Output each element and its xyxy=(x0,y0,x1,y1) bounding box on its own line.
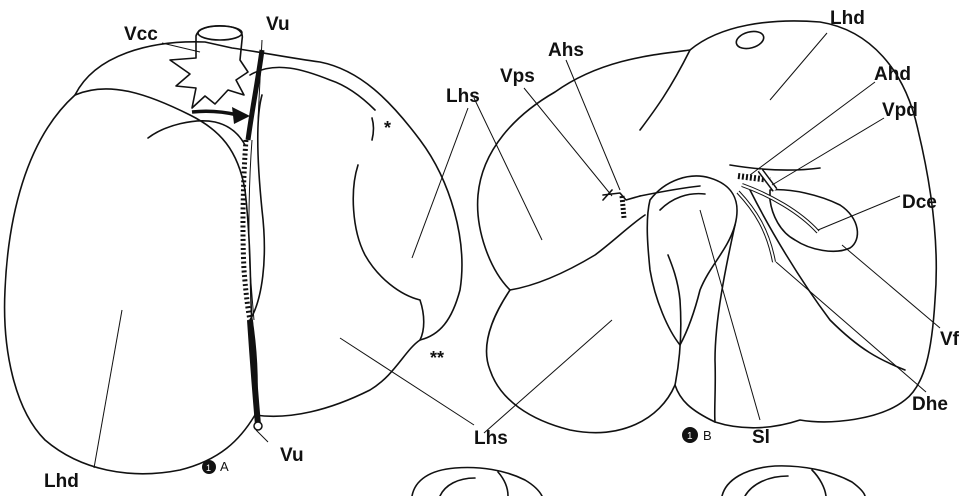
figure-a-labels: Vcc Vu * Lhs ** Vu Lhs Lhd 1 A xyxy=(44,14,508,492)
right-lobe-boundary xyxy=(750,190,905,370)
lhs-upper-fold xyxy=(372,118,374,140)
lhs-b-lower-fold xyxy=(668,255,681,385)
label-dhe: Dhe xyxy=(912,394,948,415)
label-vps: Vps xyxy=(500,66,535,87)
panel-b-number: 1 xyxy=(687,431,693,442)
label-dce: Dce xyxy=(902,192,937,213)
gall-bladder xyxy=(770,190,857,252)
artery-ahs xyxy=(622,196,624,218)
ligament-edge xyxy=(249,140,254,320)
lhd-b-fold xyxy=(730,165,820,170)
lhs-inner-fold xyxy=(353,165,423,340)
liver-a-outline xyxy=(5,42,462,474)
figure-b-leader-lines xyxy=(474,33,940,433)
label-vcc: Vcc xyxy=(124,24,158,45)
label-star-2: ** xyxy=(430,348,444,368)
lhs-b-division xyxy=(510,215,645,290)
figure-b-labels: Lhd Ahs Vps Ahd Vpd Dce Vf Dhe Sl 1 B xyxy=(500,8,960,448)
umbilical-vein xyxy=(248,50,262,140)
label-star-1: * xyxy=(384,118,391,138)
label-vu-top: Vu xyxy=(266,14,290,35)
figure-b-liver-dorsal-view xyxy=(478,21,937,433)
vena-cava-opening xyxy=(198,26,242,40)
spigelian-lobe xyxy=(647,176,737,345)
lhd-lobe-boundary xyxy=(75,89,257,415)
label-lhd-a: Lhd xyxy=(44,471,79,492)
label-ahs: Ahs xyxy=(548,40,584,61)
liver-b-outline xyxy=(478,21,937,433)
partial-figures-bottom xyxy=(412,466,865,496)
partial-figure-c xyxy=(412,468,542,496)
panel-b-letter: B xyxy=(703,428,712,443)
flow-arrow-head xyxy=(232,107,250,124)
umbilical-vein-end xyxy=(254,422,262,430)
label-sl: Sl xyxy=(752,427,770,448)
label-lhs-upper: Lhs xyxy=(446,86,480,107)
spigelian-inner xyxy=(660,194,705,210)
lhs-lobe-boundary xyxy=(250,67,375,110)
partial-figure-d xyxy=(722,466,865,496)
lhd-b-opening xyxy=(734,29,765,52)
flow-arrow xyxy=(192,111,238,115)
label-vpd: Vpd xyxy=(882,100,918,121)
label-vf: Vf xyxy=(940,329,960,350)
panel-a-letter: A xyxy=(220,459,229,474)
lhs-lobe-division xyxy=(250,95,264,320)
figure-a-liver-ventral-view xyxy=(5,26,462,474)
label-lhd-b: Lhd xyxy=(830,8,865,29)
label-ahd: Ahd xyxy=(874,64,911,85)
label-vu-bottom: Vu xyxy=(280,445,304,466)
inner-curve-left xyxy=(148,121,245,145)
lhd-b-inner-curve xyxy=(640,50,690,130)
figure-a-leader-lines xyxy=(94,40,474,468)
label-lhs-lower: Lhs xyxy=(474,428,508,449)
panel-a-number: 1 xyxy=(206,463,211,473)
